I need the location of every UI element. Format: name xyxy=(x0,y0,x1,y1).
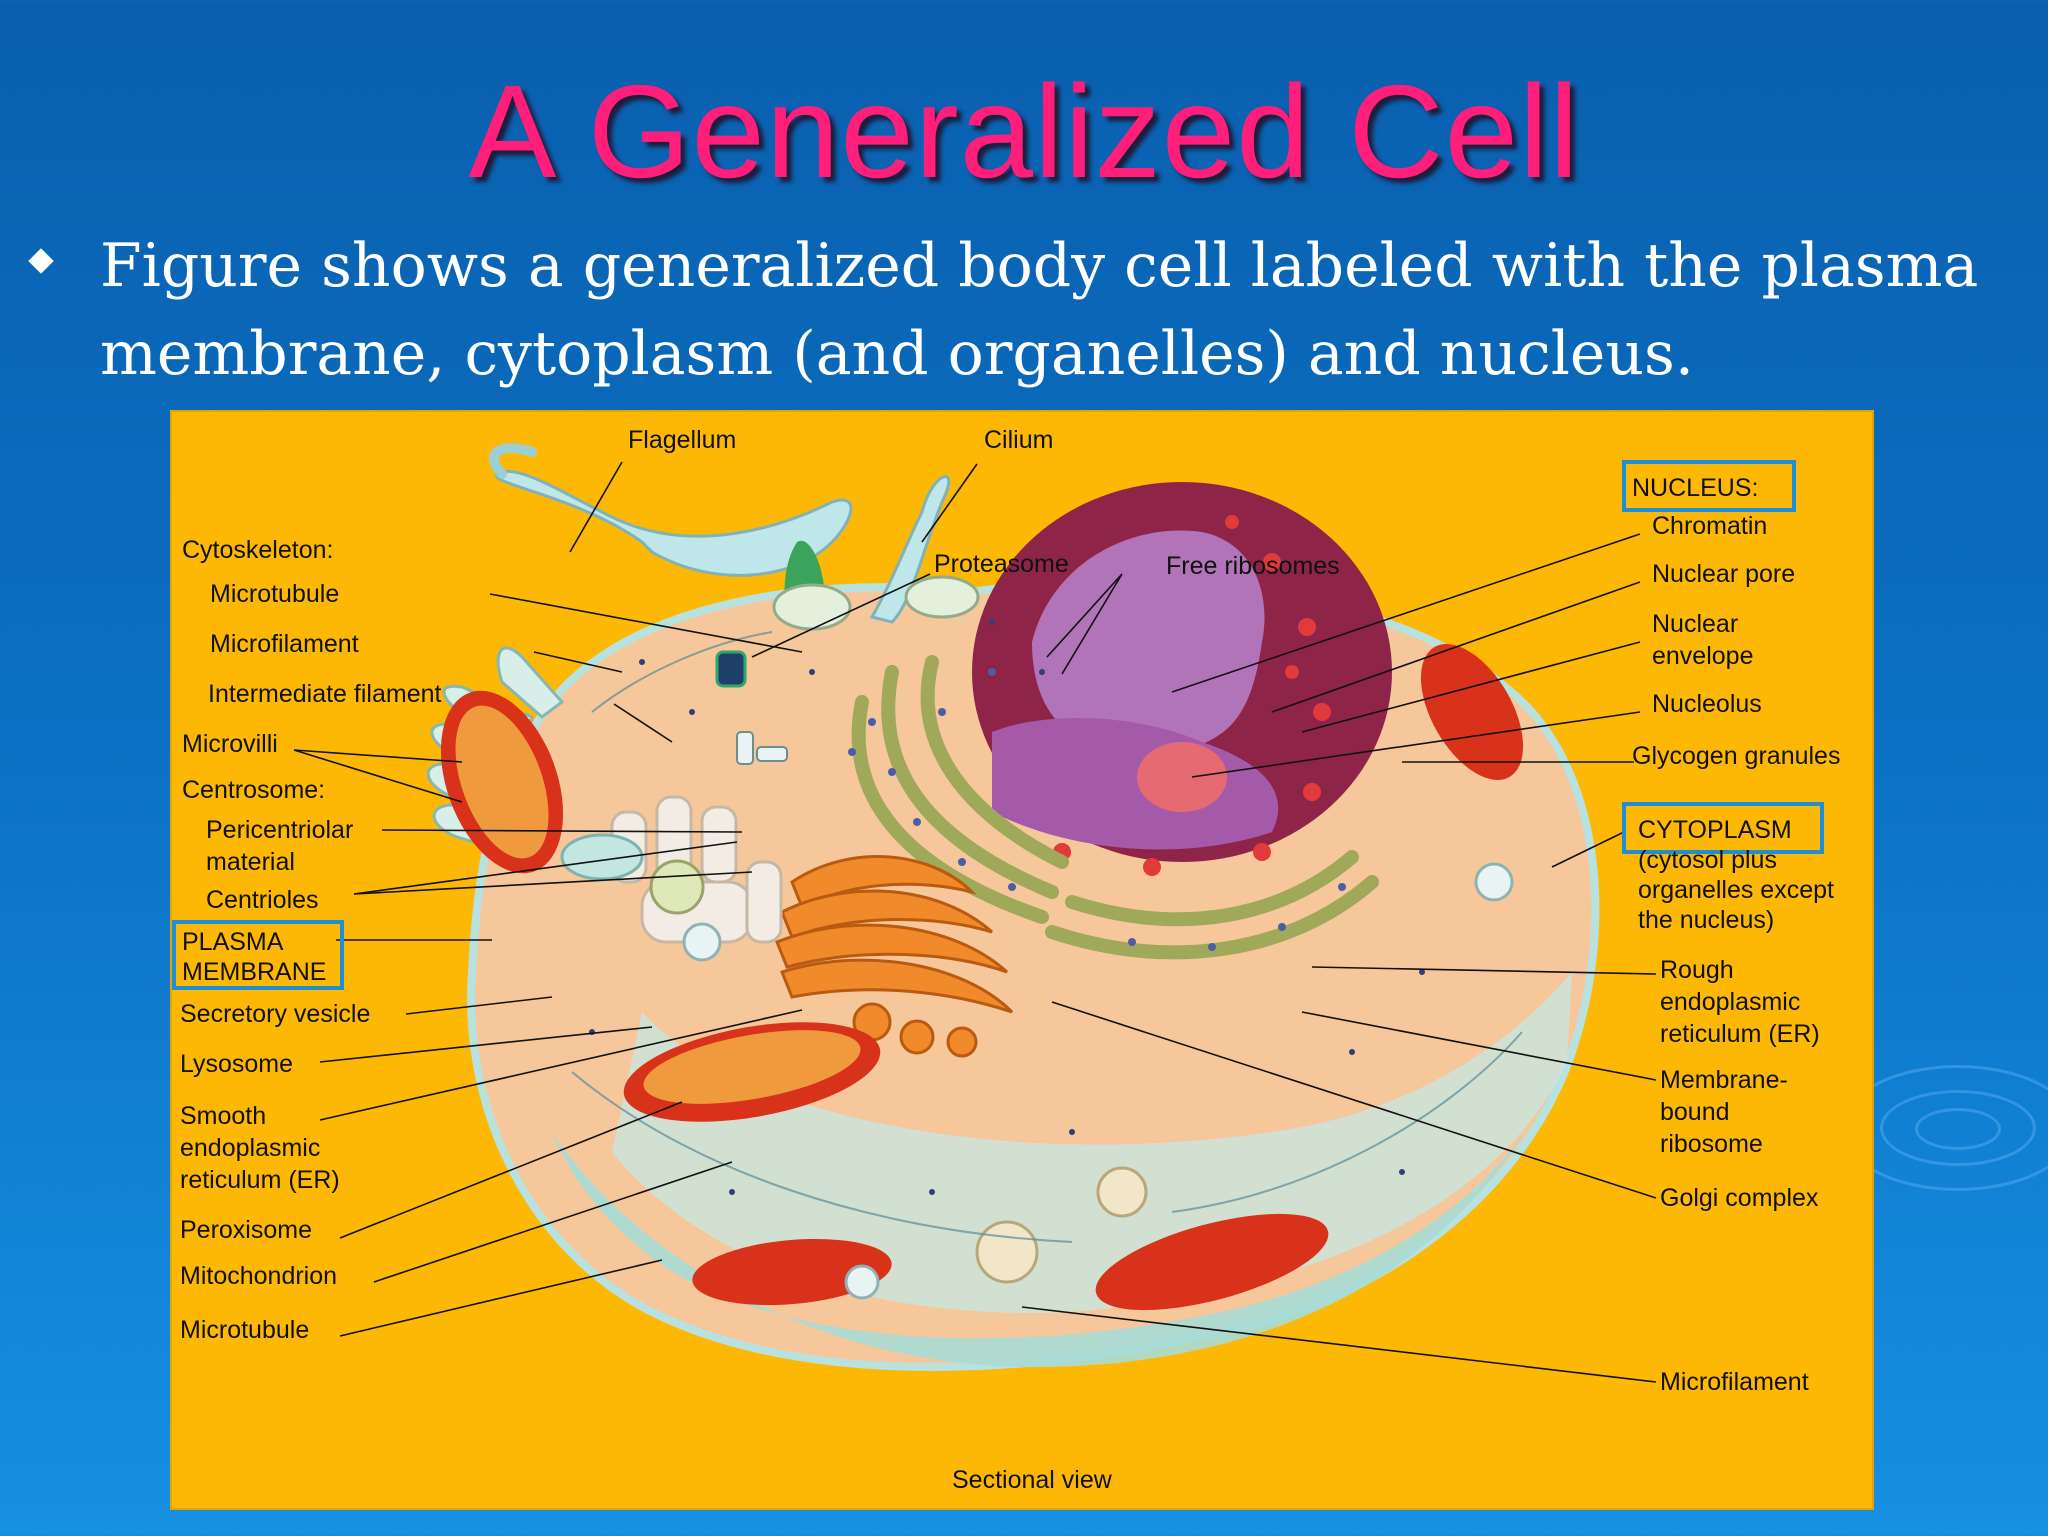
label-nuclear-envelope-1: Nuclear xyxy=(1652,610,1738,638)
label-microtubule-top: Microtubule xyxy=(210,580,339,608)
label-rough-er-1: Rough xyxy=(1660,956,1734,984)
label-cytoskeleton: Cytoskeleton: xyxy=(182,536,333,564)
cell-illustration: Flagellum Cilium Cytoskeleton: Microtubu… xyxy=(172,426,1840,1494)
label-pericentriolar-1: Pericentriolar xyxy=(206,816,353,844)
label-rough-er-3: reticulum (ER) xyxy=(1660,1020,1820,1048)
label-microvilli: Microvilli xyxy=(182,730,278,758)
label-rough-er-2: endoplasmic xyxy=(1660,988,1800,1016)
label-nuclear-envelope-2: envelope xyxy=(1652,642,1753,670)
label-proteasome: Proteasome xyxy=(934,550,1069,578)
label-chromatin: Chromatin xyxy=(1652,512,1767,540)
label-mitochondrion: Mitochondrion xyxy=(180,1262,337,1290)
label-smooth-er-1: Smooth xyxy=(180,1102,266,1130)
cytoplasm-highlight-box xyxy=(1622,802,1824,854)
label-intermediate-filament: Intermediate filament xyxy=(208,680,442,708)
label-pericentriolar-2: material xyxy=(206,848,295,876)
label-microfilament-right: Microfilament xyxy=(1660,1368,1809,1396)
label-group: Flagellum Cilium Cytoskeleton: Microtubu… xyxy=(180,426,1840,1494)
plasma-membrane-highlight-box xyxy=(172,920,344,990)
bullet-text: Figure shows a generalized body cell lab… xyxy=(100,231,1979,389)
label-golgi-complex: Golgi complex xyxy=(1660,1184,1819,1212)
label-cytoplasm-note-1: (cytosol plus xyxy=(1638,846,1777,874)
cilium xyxy=(869,475,951,624)
chromatin xyxy=(1032,530,1265,754)
proteasome xyxy=(715,650,747,688)
slide-title: A Generalized Cell xyxy=(468,58,1580,205)
label-nucleus: NUCLEUS: xyxy=(1632,474,1758,502)
label-centrioles: Centrioles xyxy=(206,886,319,914)
label-free-ribosomes: Free ribosomes xyxy=(1166,552,1340,580)
figure-caption: Sectional view xyxy=(952,1466,1113,1494)
cytoplasm-cutaway xyxy=(552,1062,1562,1368)
label-microtubule-bottom: Microtubule xyxy=(180,1316,309,1344)
nucleolus xyxy=(1137,742,1227,812)
label-cilium: Cilium xyxy=(984,426,1053,454)
peroxisome xyxy=(682,922,722,962)
cell-diagram: Flagellum Cilium Cytoskeleton: Microtubu… xyxy=(170,410,1874,1510)
label-membrane-ribosome-2: bound xyxy=(1660,1098,1730,1126)
mitochondria xyxy=(440,644,1524,1311)
nucleus-highlight-box xyxy=(1622,460,1796,512)
diamond-bullet-icon xyxy=(28,248,54,274)
label-membrane-ribosome-1: Membrane- xyxy=(1660,1066,1788,1094)
lysosome xyxy=(649,859,705,915)
label-cytoplasm-note-2: organelles except xyxy=(1638,876,1834,904)
label-microfilament-left: Microfilament xyxy=(210,630,359,658)
label-lysosome: Lysosome xyxy=(180,1050,293,1078)
label-cytoplasm-note-3: the nucleus) xyxy=(1638,906,1774,934)
label-cytoplasm: CYTOPLASM xyxy=(1638,816,1792,844)
label-plasma-membrane-2: MEMBRANE xyxy=(182,958,326,986)
golgi-complex xyxy=(775,855,1014,1058)
leader-lines xyxy=(293,461,1657,1383)
label-glycogen-granules: Glycogen granules xyxy=(1632,742,1840,770)
label-smooth-er-2: endoplasmic xyxy=(180,1134,320,1162)
label-nucleolus: Nucleolus xyxy=(1652,690,1762,718)
label-flagellum: Flagellum xyxy=(628,426,736,454)
label-membrane-ribosome-3: ribosome xyxy=(1660,1130,1763,1158)
secretory-vesicle xyxy=(560,833,644,881)
label-smooth-er-3: reticulum (ER) xyxy=(180,1166,340,1194)
label-peroxisome: Peroxisome xyxy=(180,1216,312,1244)
rough-er xyxy=(851,655,1379,960)
label-plasma-membrane-1: PLASMA xyxy=(182,928,284,956)
label-nuclear-pore: Nuclear pore xyxy=(1652,560,1795,588)
centrioles xyxy=(736,731,788,765)
label-centrosome: Centrosome: xyxy=(182,776,325,804)
label-secretory-vesicle: Secretory vesicle xyxy=(180,1000,370,1028)
